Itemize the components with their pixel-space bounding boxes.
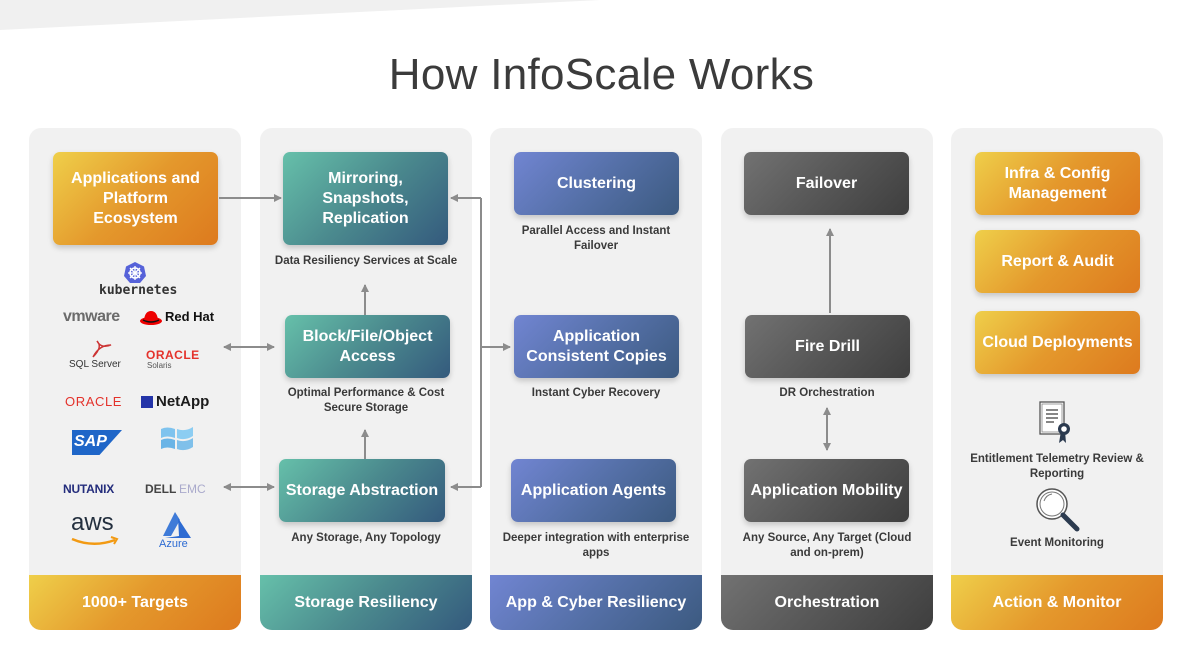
- column-action-monitor: Infra & Config Management Report & Audit…: [951, 128, 1163, 630]
- nutanix-logo: NUTANIX: [63, 482, 115, 496]
- app-cyber-footer: App & Cyber Resiliency: [490, 575, 702, 630]
- amazon-smile-icon: [71, 536, 119, 545]
- netapp-logo: NetApp: [156, 393, 210, 410]
- application-mobility-caption: Any Source, Any Target (Cloud and on-pre…: [742, 532, 912, 559]
- redhat-icon: [140, 311, 162, 325]
- application-agents-box[interactable]: Application Agents: [511, 459, 676, 522]
- magnifier-icon: [1036, 488, 1080, 532]
- windows-icon: [161, 427, 193, 451]
- column-app-cyber-resiliency: Clustering Parallel Access and Instant F…: [490, 128, 702, 630]
- netapp-icon: [141, 396, 153, 408]
- action-monitor-footer: Action & Monitor: [951, 575, 1163, 630]
- fire-drill-caption: DR Orchestration: [779, 387, 875, 399]
- azure-icon: [163, 512, 191, 538]
- mirroring-caption: Data Resiliency Services at Scale: [274, 255, 458, 267]
- decorative-corner: [0, 0, 600, 30]
- redhat-logo: Red Hat: [165, 309, 215, 324]
- azure-logo: Azure: [159, 538, 188, 550]
- sqlserver-icon: [92, 340, 112, 358]
- certificate-icon: [1039, 401, 1070, 443]
- targets-footer: 1000+ Targets: [29, 575, 241, 630]
- app-consistent-copies-caption: Instant Cyber Recovery: [531, 387, 661, 399]
- storage-abstraction-box[interactable]: Storage Abstraction: [279, 459, 445, 522]
- mirroring-box[interactable]: Mirroring, Snapshots, Replication: [283, 152, 448, 245]
- application-agents-caption: Deeper integration with enterprise apps: [502, 532, 690, 559]
- block-file-object-caption: Optimal Performance & Cost Secure Storag…: [287, 387, 445, 414]
- block-file-object-box[interactable]: Block/File/Object Access: [285, 315, 450, 378]
- kubernetes-icon: [124, 262, 146, 283]
- emc-logo: EMC: [179, 482, 206, 496]
- kubernetes-logo: kubernetes: [99, 283, 178, 298]
- vmware-logo: vmware: [63, 308, 120, 325]
- storage-abstraction-caption: Any Storage, Any Topology: [291, 532, 441, 544]
- entitlement-telemetry-label: Entitlement Telemetry Review & Reporting: [970, 453, 1144, 480]
- infra-config-box[interactable]: Infra & Config Management: [975, 152, 1140, 215]
- clustering-box[interactable]: Clustering: [514, 152, 679, 215]
- fire-drill-box[interactable]: Fire Drill: [745, 315, 910, 378]
- application-mobility-box[interactable]: Application Mobility: [744, 459, 909, 522]
- column-orchestration: Failover Fire Drill DR Orchestration App…: [721, 128, 933, 630]
- aws-logo: aws: [71, 509, 114, 536]
- app-consistent-copies-box[interactable]: Application Consistent Copies: [514, 315, 679, 378]
- sap-logo: SAP: [74, 433, 107, 450]
- dell-logo: DELL: [145, 482, 177, 496]
- column-targets: Applications and Platform Ecosystem kube…: [29, 128, 241, 630]
- clustering-caption: Parallel Access and Instant Failover: [521, 225, 671, 252]
- event-monitoring-label: Event Monitoring: [1010, 537, 1104, 549]
- oracle-logo: ORACLE: [65, 394, 123, 409]
- report-audit-box[interactable]: Report & Audit: [975, 230, 1140, 293]
- cloud-deployments-box[interactable]: Cloud Deployments: [975, 311, 1140, 374]
- orchestration-footer: Orchestration: [721, 575, 933, 630]
- storage-footer: Storage Resiliency: [260, 575, 472, 630]
- solaris-label: Solaris: [147, 361, 172, 370]
- oracle-solaris-logo: ORACLE: [146, 348, 200, 362]
- page-title: How InfoScale Works: [388, 50, 815, 99]
- column-storage-resiliency: Mirroring, Snapshots, Replication Data R…: [260, 128, 472, 630]
- sqlserver-logo: SQL Server: [69, 359, 121, 370]
- failover-box[interactable]: Failover: [744, 152, 909, 215]
- applications-ecosystem-box[interactable]: Applications and Platform Ecosystem: [53, 152, 218, 245]
